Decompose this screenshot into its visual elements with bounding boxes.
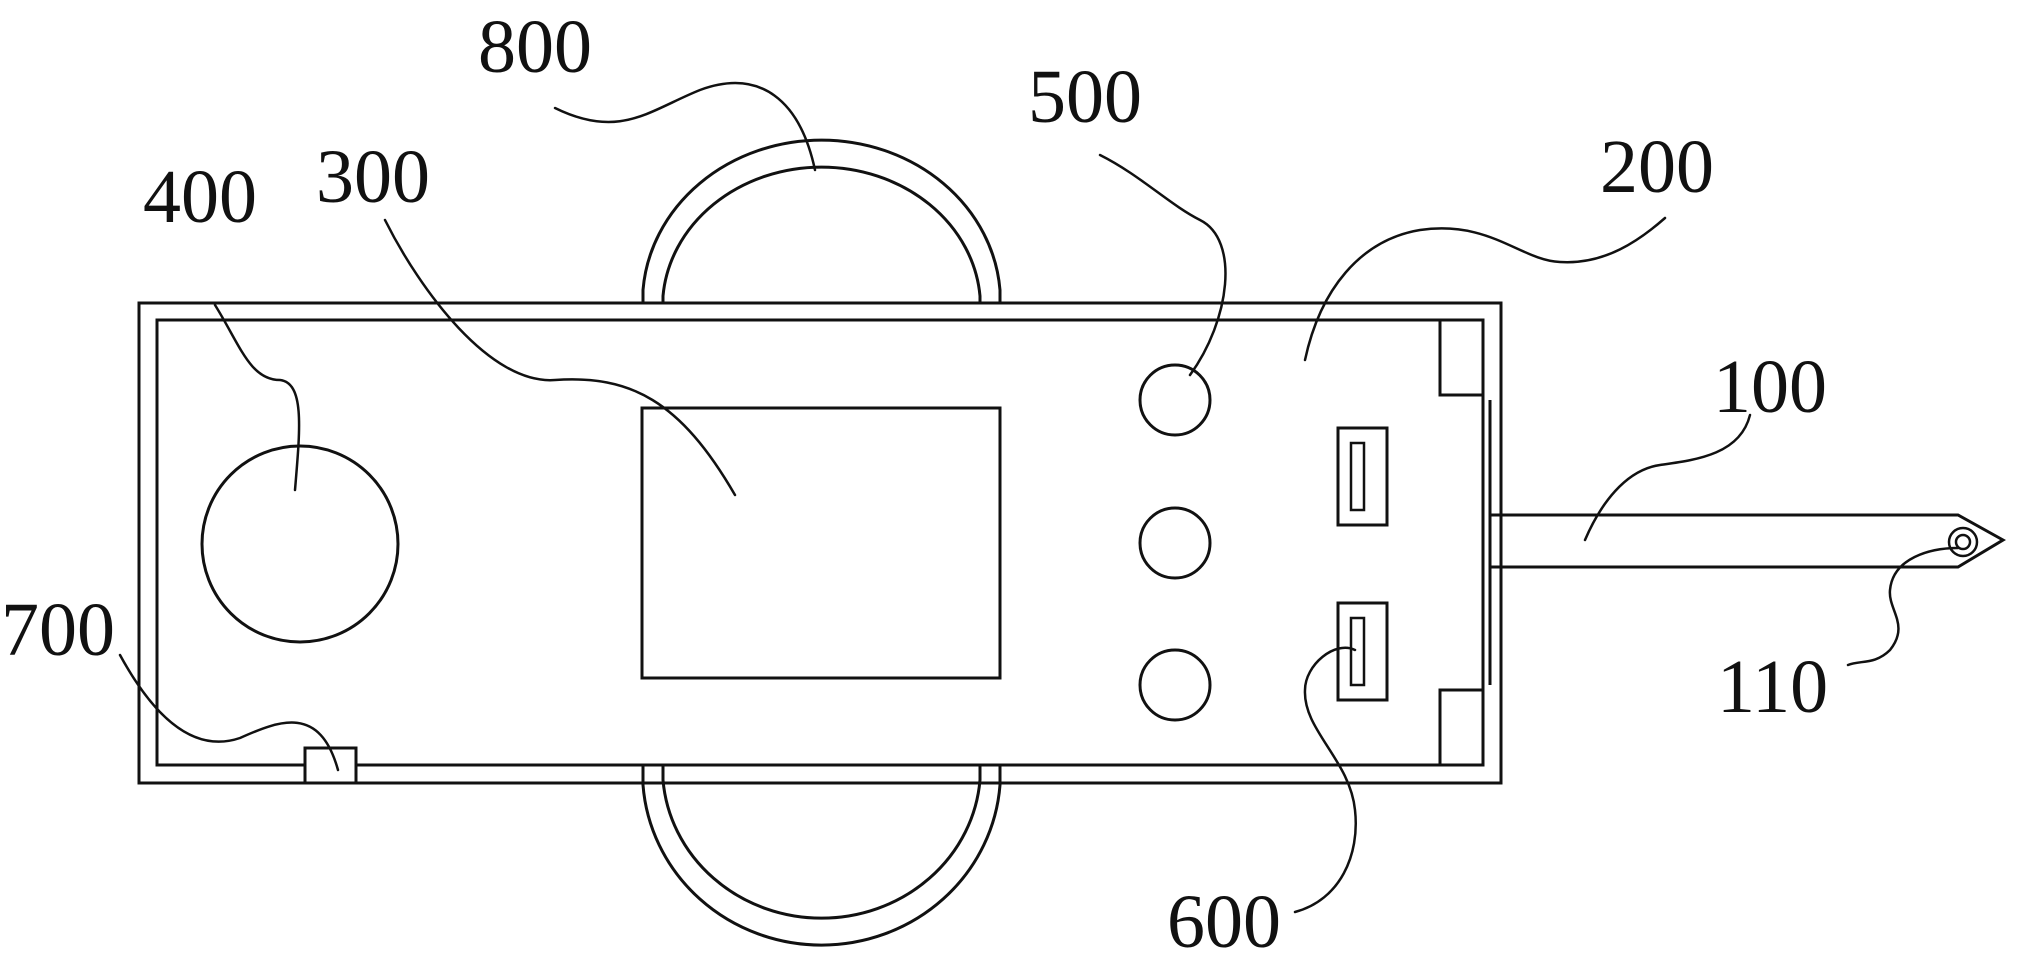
label-800: 800 <box>478 5 592 89</box>
leader-800 <box>553 81 817 172</box>
label-600: 600 <box>1167 880 1281 964</box>
leader-600 <box>1293 646 1357 914</box>
label-100: 100 <box>1713 345 1827 429</box>
button-top <box>1138 363 1212 437</box>
label-300: 300 <box>316 135 430 219</box>
leader-700 <box>118 653 340 772</box>
circular-element <box>200 444 400 644</box>
leader-500 <box>1098 153 1227 377</box>
corner-block-top <box>1438 318 1485 397</box>
corner-block-bottom <box>1438 688 1485 767</box>
leader-110 <box>1846 546 1960 667</box>
label-700: 700 <box>1 588 115 672</box>
housing-inner <box>155 318 1485 767</box>
tip-sensor-outer <box>1947 526 1979 558</box>
label-400: 400 <box>143 155 257 239</box>
leader-400 <box>213 303 301 492</box>
tip-sensor-inner <box>1954 533 1972 551</box>
lower-strap <box>641 765 1002 947</box>
upper-strap <box>641 138 1002 303</box>
probe <box>1488 513 2006 569</box>
display-screen <box>640 406 1002 680</box>
leader-100 <box>1583 413 1752 542</box>
button-middle <box>1138 506 1212 580</box>
slot-top <box>1336 426 1389 527</box>
housing <box>137 301 1503 785</box>
label-110: 110 <box>1717 645 1828 729</box>
label-200: 200 <box>1600 125 1714 209</box>
housing-outer <box>137 301 1503 785</box>
leader-300 <box>383 218 737 497</box>
slot-bottom <box>1336 601 1389 702</box>
button-bottom <box>1138 648 1212 722</box>
label-500: 500 <box>1028 55 1142 139</box>
leader-200 <box>1303 216 1667 362</box>
